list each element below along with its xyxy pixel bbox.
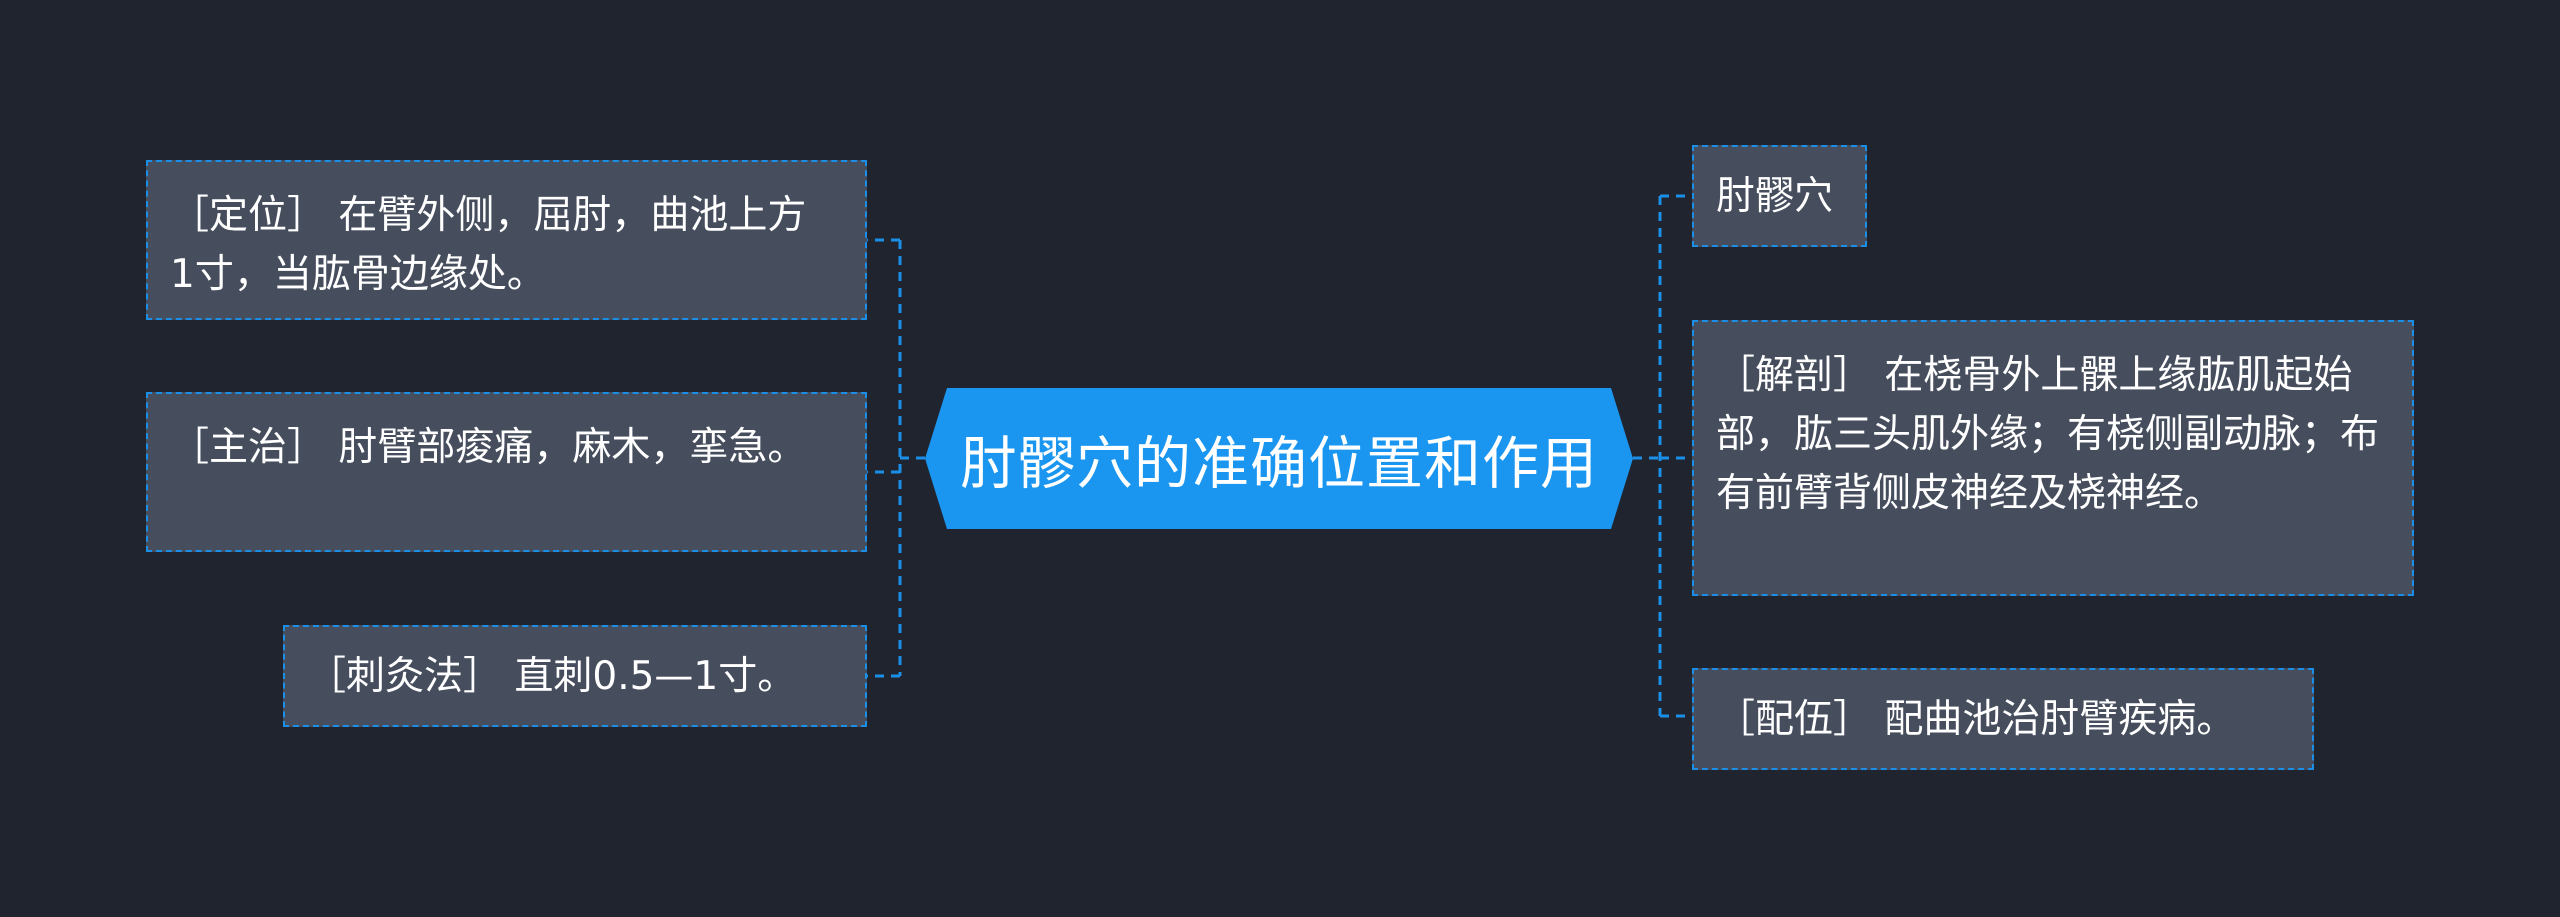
right-node-anatomy-text: ［解剖］ 在桡骨外上髁上缘肱肌起始部，肱三头肌外缘；有桡侧副动脉；布有前臂背侧皮…: [1716, 353, 2380, 516]
root-node[interactable]: 肘髎穴的准确位置和作用: [925, 388, 1633, 529]
root-node-shape: [925, 388, 1633, 529]
left-node-needling-text: ［刺灸法］ 直刺0.5—1寸。: [307, 654, 797, 699]
right-node-combination[interactable]: ［配伍］ 配曲池治肘臂疾病。: [1692, 668, 2314, 770]
left-node-needling[interactable]: ［刺灸法］ 直刺0.5—1寸。: [283, 625, 867, 727]
right-node-name[interactable]: 肘髎穴: [1692, 145, 1867, 247]
left-node-location-text: ［定位］ 在臂外侧，屈肘，曲池上方 1寸，当肱骨边缘处。: [170, 193, 807, 297]
left-node-indications[interactable]: ［主治］ 肘臂部痠痛，麻木，挛急。: [146, 392, 867, 552]
left-node-location[interactable]: ［定位］ 在臂外侧，屈肘，曲池上方 1寸，当肱骨边缘处。: [146, 160, 867, 320]
right-node-anatomy[interactable]: ［解剖］ 在桡骨外上髁上缘肱肌起始部，肱三头肌外缘；有桡侧副动脉；布有前臂背侧皮…: [1692, 320, 2414, 596]
root-node-label: 肘髎穴的准确位置和作用: [960, 430, 1598, 497]
left-node-indications-text: ［主治］ 肘臂部痠痛，麻木，挛急。: [170, 425, 807, 470]
right-node-combination-text: ［配伍］ 配曲池治肘臂疾病。: [1716, 697, 2236, 742]
right-node-name-text: 肘髎穴: [1716, 174, 1834, 219]
